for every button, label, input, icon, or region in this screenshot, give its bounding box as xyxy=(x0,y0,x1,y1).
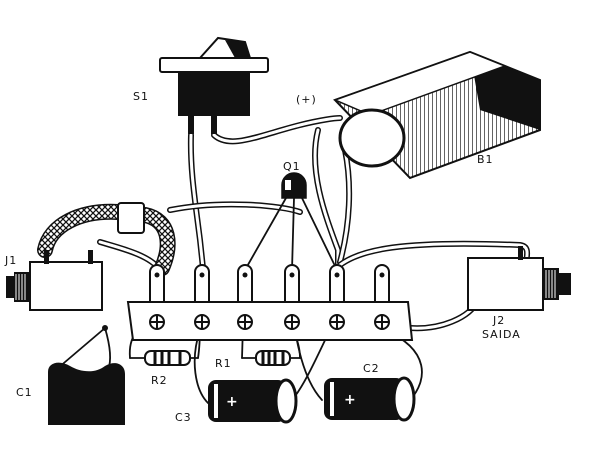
label-r1: R1 xyxy=(215,357,232,370)
label-c1: C1 xyxy=(16,386,33,399)
capacitor-c1: C1 xyxy=(16,325,125,425)
transistor-q1: Q1 xyxy=(244,160,337,271)
label-j1: J1 xyxy=(4,254,17,267)
capacitor-c3-body xyxy=(208,380,286,422)
capacitor-c1-body xyxy=(48,362,125,425)
jack-j2-barrel xyxy=(543,268,559,300)
strip-lugs xyxy=(149,264,390,303)
label-s1: S1 xyxy=(133,90,149,103)
terminal-strip xyxy=(126,264,414,341)
jack-j1-body xyxy=(29,261,103,311)
c2-polarity: + xyxy=(344,392,357,408)
c3-polarity: + xyxy=(226,394,239,410)
capacitor-c3: + C3 xyxy=(175,378,298,424)
shielded-cable xyxy=(37,202,176,276)
switch-flange xyxy=(159,57,269,73)
cable-sleeve xyxy=(117,202,145,234)
capacitor-c2-body xyxy=(324,378,404,420)
label-j2-saida: SAIDA xyxy=(482,328,521,341)
battery-b1: (+) B1 xyxy=(296,50,541,180)
label-c3: C3 xyxy=(175,411,192,424)
battery-terminal-end xyxy=(338,108,406,168)
strip-board xyxy=(126,301,414,341)
label-b1: B1 xyxy=(477,153,494,166)
jack-j1-nut xyxy=(6,276,14,298)
label-r2: R2 xyxy=(151,374,168,387)
resistor-r1: R1 xyxy=(215,350,301,370)
resistor-r2: R2 xyxy=(129,350,199,387)
switch-pin-left xyxy=(188,116,194,134)
switch-rocker-shade xyxy=(225,40,250,58)
battery-top xyxy=(332,51,508,116)
capacitor-c2: + C2 xyxy=(324,362,416,422)
label-j2: J2 xyxy=(492,314,505,327)
jack-j2-nut xyxy=(559,273,571,295)
label-q1: Q1 xyxy=(283,160,301,173)
label-plus: (+) xyxy=(296,93,317,106)
switch-pin-right xyxy=(211,116,217,134)
label-c2: C2 xyxy=(363,362,380,375)
jack-j2-body xyxy=(467,257,544,311)
transistor-body xyxy=(281,172,307,199)
switch-body xyxy=(178,72,250,116)
jack-j2: J2 SAIDA xyxy=(467,246,571,341)
strip-solder-points xyxy=(149,314,390,330)
resistor-r1-body xyxy=(255,350,291,366)
transistor-highlight xyxy=(285,180,291,190)
jack-j1: J1 xyxy=(4,250,103,311)
switch-s1: S1 xyxy=(133,36,269,134)
